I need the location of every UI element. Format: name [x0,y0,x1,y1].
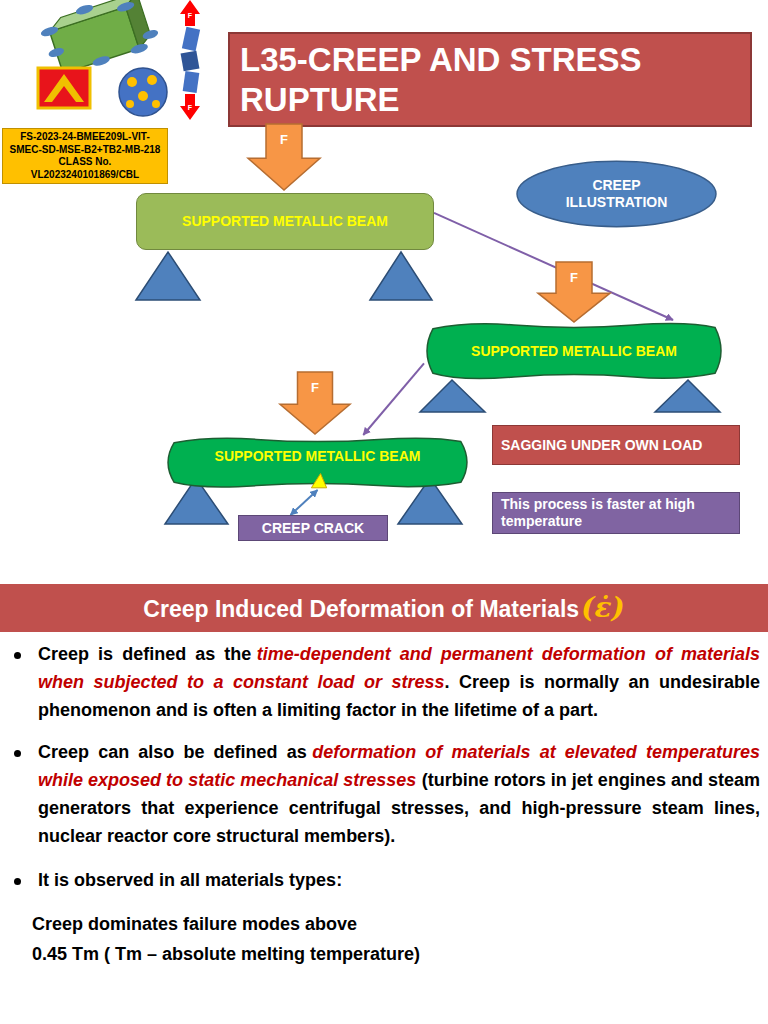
force-arrow: F [538,262,610,322]
beam-outline [427,324,721,379]
band-heading: Creep Induced Deformation of Materials(ε… [143,591,624,625]
body-text-run: Creep can also be defined as [38,742,307,762]
support-triangle [136,252,720,524]
note-box: SAGGING UNDER OWN LOAD [492,425,740,465]
tension-icon [180,0,200,120]
ellipse-label: CREEP ILLUSTRATION [515,160,718,228]
force-arrow: F [248,124,320,190]
note-box: This process is faster at high temperatu… [492,492,740,534]
node-text: F [280,132,288,148]
bullet-paragraph: Creep dominates failure modes above [32,910,760,938]
arrow-outline [248,124,320,190]
node-text: SUPPORTED METALLIC BEAM [471,343,677,360]
sagging-beam: SUPPORTED METALLIC BEAM [424,320,724,382]
bullet-paragraph: 0.45 Tm ( Tm – absolute melting temperat… [32,940,760,968]
beam-outline [168,438,467,487]
connector-arrow [363,363,424,435]
section-band: Creep Induced Deformation of Materials(ε… [0,584,768,632]
node-text: F [570,270,578,286]
body-text-run: 0.45 Tm ( Tm – absolute melting temperat… [32,944,420,964]
crack-label-box: CREEP CRACK [238,515,388,541]
node-text: SUPPORTED METALLIC BEAM [182,213,388,230]
force-symbol: F [185,104,195,112]
body-text-run: It is observed in all materials types: [38,870,342,890]
title-text: L35-CREEP AND STRESS RUPTURE [240,40,740,119]
stress-icon [38,68,90,108]
bullet-dot [14,878,21,885]
arrow-outline [280,372,350,434]
body-text-run: Creep dominates failure modes above [32,914,357,934]
course-code-box: FS-2023-24-BMEE209L-VIT-SMEC-SD-MSE-B2+T… [2,128,168,184]
bullet-paragraph: Creep can also be defined asdeformation … [38,738,760,850]
body-text: Creep is defined as thetime-dependent an… [38,640,760,968]
node-text: This process is faster at high temperatu… [501,496,731,530]
node-text: SUPPORTED METALLIC BEAM [215,448,421,465]
bullet-paragraph: Creep is defined as thetime-dependent an… [38,640,760,724]
cracked-beam: SUPPORTED METALLIC BEAM [165,435,470,490]
rate-symbol: (ε̇) [581,591,625,624]
beam-box: SUPPORTED METALLIC BEAM [136,193,434,250]
node-text: F [311,380,319,396]
creep-crack [311,474,326,488]
force-symbol: F [185,12,195,20]
node-text: CREEP ILLUSTRATION [549,177,684,211]
node-text: SAGGING UNDER OWN LOAD [501,437,702,454]
node-text: FS-2023-24-BMEE209L-VIT-SMEC-SD-MSE-B2+T… [7,131,163,181]
node-text: Creep Induced Deformation of Materials [143,596,579,622]
force-arrow: F [280,372,350,434]
bullet-dot [14,750,21,757]
node-text: CREEP CRACK [262,520,364,537]
bullet-paragraph: It is observed in all materials types: [38,866,760,894]
grain-icon [119,68,167,116]
bullet-dot [14,652,21,659]
title-box: L35-CREEP AND STRESS RUPTURE [228,32,752,127]
connector-arrow [291,490,318,515]
ellipse-outline [517,161,716,226]
body-text-run: Creep is defined as the [38,644,251,664]
arrow-outline [538,262,610,322]
